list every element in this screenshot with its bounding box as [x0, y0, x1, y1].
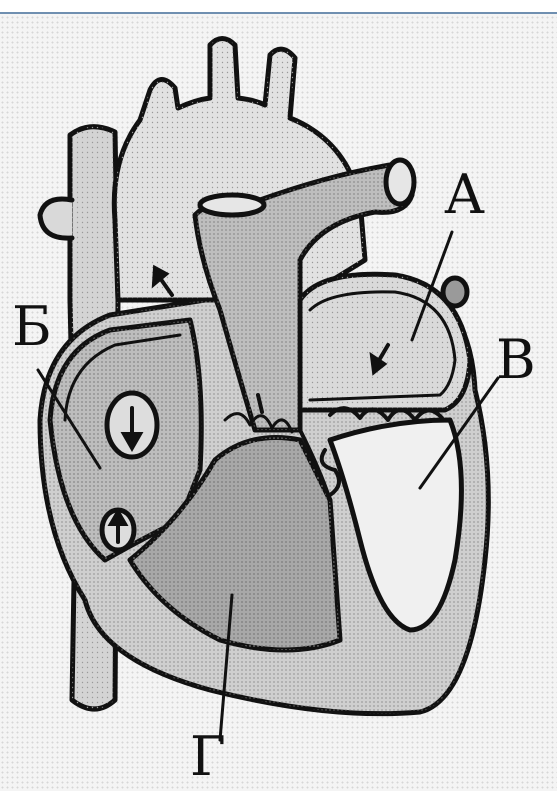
aorta-opening — [386, 160, 414, 204]
label-v: В — [496, 333, 536, 387]
pulmonary-vein — [443, 278, 467, 306]
vena-cava-branch — [40, 199, 72, 238]
label-b: Б — [12, 300, 52, 354]
label-g: Г — [190, 730, 226, 784]
label-a: А — [444, 168, 485, 222]
aorta-opening-top — [200, 195, 264, 215]
